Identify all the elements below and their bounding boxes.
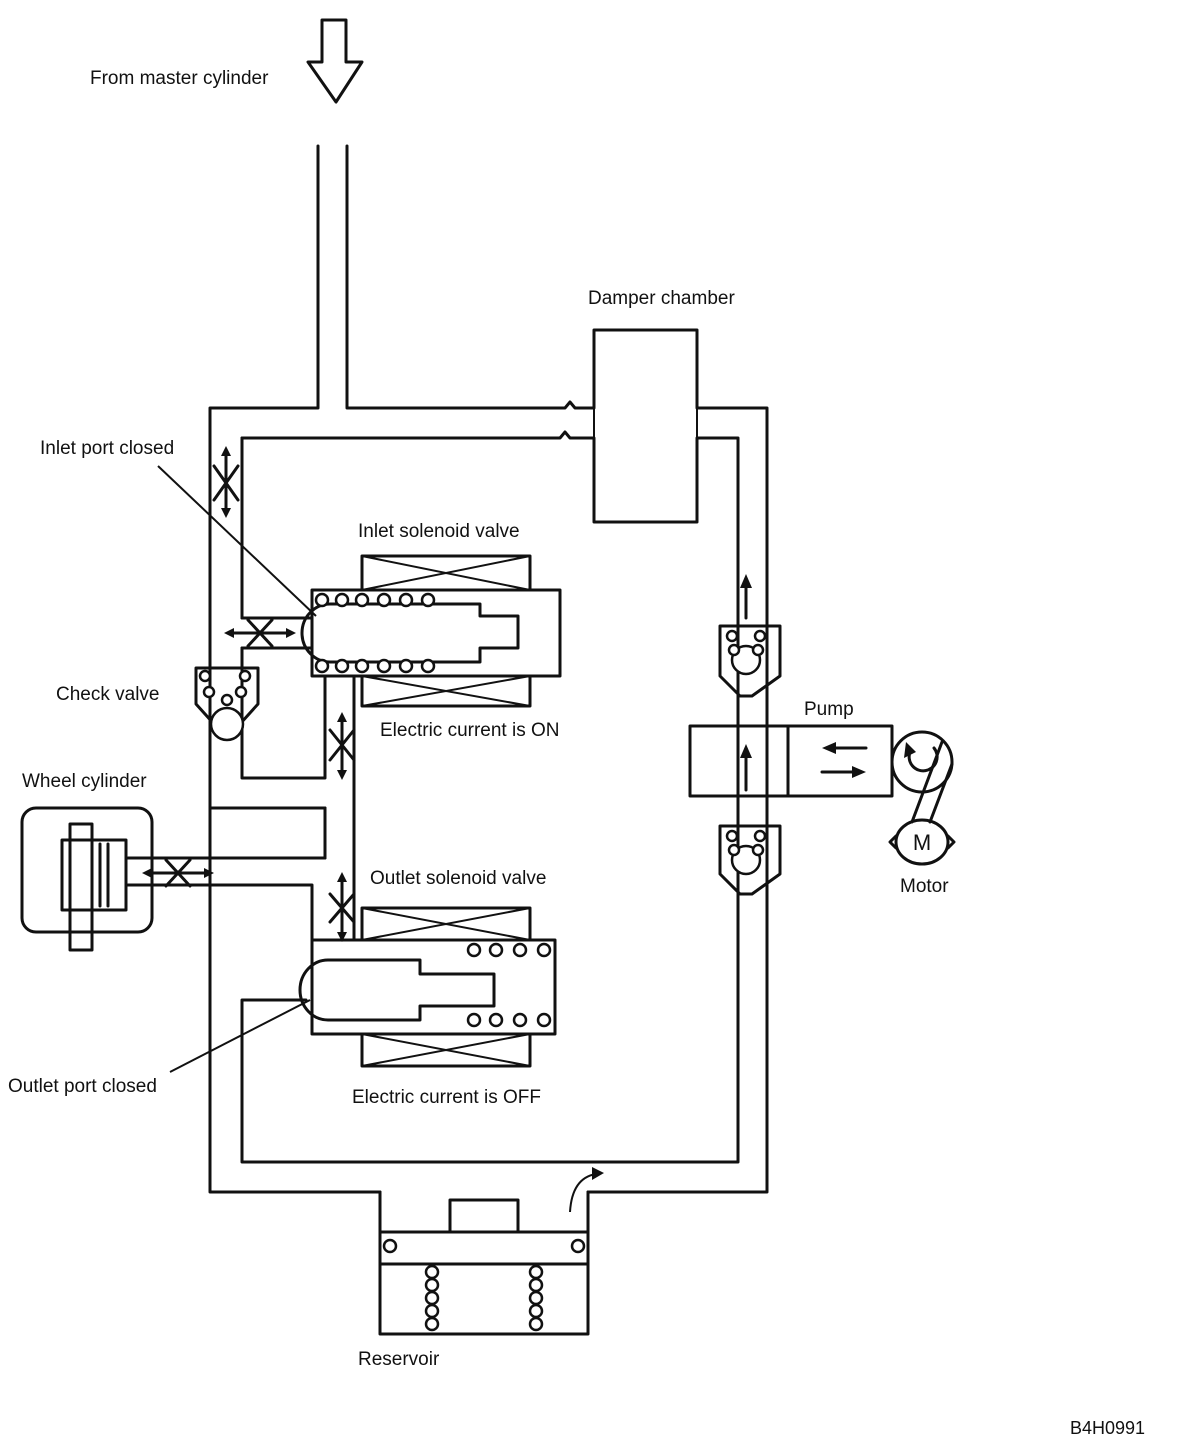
leader-lines (157, 465, 317, 1073)
inlet-solenoid-valve (240, 554, 562, 708)
label-electric-current-off: Electric current is OFF (352, 1087, 541, 1108)
motor-symbol: M (913, 830, 931, 855)
figure-code: B4H0991 (1070, 1418, 1146, 1438)
motor (888, 730, 956, 866)
label-reservoir: Reservoir (358, 1349, 440, 1370)
label-from-master-cylinder: From master cylinder (90, 68, 269, 89)
label-outlet-solenoid-valve: Outlet solenoid valve (370, 868, 547, 889)
blocked-flow-markers (142, 446, 356, 942)
label-inlet-port-closed: Inlet port closed (40, 438, 175, 459)
pump-check-valves (718, 574, 782, 896)
reservoir (378, 1167, 604, 1336)
label-wheel-cylinder: Wheel cylinder (22, 771, 147, 792)
label-damper-chamber: Damper chamber (588, 288, 735, 309)
label-outlet-port-closed: Outlet port closed (8, 1076, 157, 1097)
label-check-valve: Check valve (56, 684, 160, 705)
pump (688, 724, 894, 798)
label-inlet-solenoid-valve: Inlet solenoid valve (358, 521, 520, 542)
master-cylinder-arrow (306, 18, 364, 104)
label-electric-current-on: Electric current is ON (380, 720, 560, 741)
label-pump: Pump (804, 699, 854, 720)
label-motor: Motor (900, 876, 949, 897)
damper-chamber (593, 329, 698, 523)
check-valve (194, 666, 260, 742)
wheel-cylinder (20, 806, 154, 952)
outlet-solenoid-valve (298, 906, 557, 1068)
